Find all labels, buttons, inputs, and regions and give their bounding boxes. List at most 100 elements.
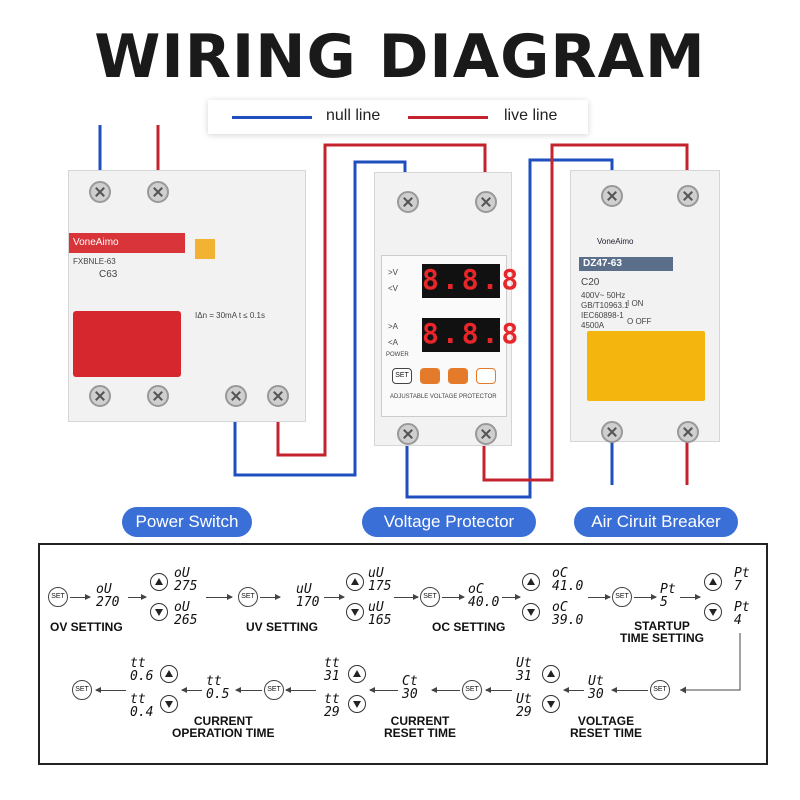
vp-to-acb-live-wire	[482, 143, 689, 482]
set-button[interactable]: SET	[392, 368, 412, 384]
ov-setting-label: OV SETTING	[50, 620, 123, 634]
ps-to-vp-null-wire	[233, 160, 407, 477]
voltage-protector-label: Voltage Protector	[362, 507, 536, 537]
up-button-icon	[542, 665, 560, 683]
up-button-icon	[346, 573, 364, 591]
screw-icon	[267, 385, 289, 407]
up-button-icon	[522, 573, 540, 591]
up-button-icon	[160, 665, 178, 683]
flow-arrow	[680, 594, 701, 600]
current-op-current-value: tt 0.5	[206, 674, 230, 702]
power-button[interactable]	[476, 368, 496, 384]
oc-up-value: oC 41.0	[552, 566, 584, 594]
led-over-current: >A	[388, 322, 399, 331]
set-button-icon: SET	[48, 587, 68, 607]
flow-arrow	[206, 594, 233, 600]
flow-arrow	[634, 594, 657, 600]
down-button-icon	[160, 695, 178, 713]
startup-down-value: Pt 4	[734, 600, 750, 628]
power-switch-toggle[interactable]	[73, 311, 181, 377]
breaker-brand: VoneAimo	[597, 237, 634, 246]
down-button-icon	[542, 695, 560, 713]
ps-to-vp-live-wire	[276, 143, 487, 457]
led-over-voltage: >V	[388, 268, 399, 277]
flow-arrow	[485, 687, 512, 693]
screw-icon	[677, 421, 699, 443]
screw-icon	[475, 423, 497, 445]
set-button-icon: SET	[72, 680, 92, 700]
screw-icon	[601, 421, 623, 443]
flow-arrow	[285, 687, 316, 693]
flow-arrow	[181, 687, 202, 693]
current-op-label: CURRENT OPERATION TIME	[172, 714, 275, 740]
set-button-icon: SET	[612, 587, 632, 607]
current-display: 8.8.8	[422, 317, 522, 352]
screw-icon	[147, 181, 169, 203]
protector-caption: ADJUSTABLE VOLTAGE PROTECTOR	[390, 394, 497, 400]
flow-arrow	[442, 594, 465, 600]
led-power: POWER	[386, 352, 409, 358]
live-line-swatch	[408, 116, 488, 119]
ov-down-value: oU 265	[174, 600, 198, 628]
oc-setting-label: OC SETTING	[432, 620, 506, 634]
breaker-off-label: O OFF	[627, 317, 652, 326]
screw-icon	[601, 185, 623, 207]
set-button-icon: SET	[264, 680, 284, 700]
oc-current-value: oC 40.0	[468, 582, 500, 610]
screw-icon	[147, 385, 169, 407]
led-under-current: <A	[388, 338, 399, 347]
up-button[interactable]	[420, 368, 440, 384]
breaker-spec-iec: IEC60898-1	[581, 311, 624, 320]
test-button[interactable]	[195, 239, 215, 259]
screw-icon	[397, 191, 419, 213]
set-button-icon: SET	[650, 680, 670, 700]
up-button-icon	[704, 573, 722, 591]
screw-icon	[225, 385, 247, 407]
flow-arrow	[369, 687, 398, 693]
flow-arrow	[563, 687, 584, 693]
startup-setting-label: STARTUP TIME SETTING	[620, 619, 704, 645]
startup-current-value: Pt 5	[660, 582, 676, 610]
voltage-reset-down-value: Ut 29	[516, 692, 532, 720]
screw-icon	[677, 185, 699, 207]
led-under-voltage: <V	[388, 284, 399, 293]
settings-flowchart: SET oU 270 oU 275 oU 265 OV SETTING SET …	[38, 543, 768, 765]
voltage-reset-up-value: Ut 31	[516, 656, 532, 684]
null-line-label: null line	[326, 107, 381, 124]
uv-down-value: uU 165	[368, 600, 392, 628]
flow-arrow	[235, 687, 262, 693]
flow-arrow	[431, 687, 460, 693]
power-switch-label: Power Switch	[122, 507, 252, 537]
down-button[interactable]	[448, 368, 468, 384]
screw-icon	[89, 181, 111, 203]
null-line-swatch	[232, 116, 312, 119]
breaker-spec-voltage: 400V~ 50Hz	[581, 291, 626, 300]
startup-up-value: Pt 7	[734, 566, 750, 594]
air-circuit-breaker-device: VoneAimo DZ47-63 C20 400V~ 50Hz GB/T1096…	[570, 170, 720, 443]
breaker-on-label: I ON	[627, 299, 644, 308]
current-reset-label: CURRENT RESET TIME	[384, 714, 457, 740]
flow-arrow	[588, 594, 611, 600]
uv-up-value: uU 175	[368, 566, 392, 594]
set-button-icon: SET	[462, 680, 482, 700]
set-button-icon: SET	[420, 587, 440, 607]
flow-arrow	[324, 594, 345, 600]
flow-arrow	[260, 594, 281, 600]
screw-icon	[475, 191, 497, 213]
oc-down-value: oC 39.0	[552, 600, 584, 628]
current-op-up-value: tt 0.6	[130, 656, 154, 684]
current-reset-down-value: tt 29	[324, 692, 340, 720]
voltage-display: 8.8.8	[422, 263, 522, 298]
power-switch-model: FXBNLE-63	[73, 257, 116, 266]
breaker-model: DZ47-63	[579, 257, 673, 271]
voltage-reset-current-value: Ut 30	[588, 674, 604, 702]
current-reset-current-value: Ct 30	[402, 674, 418, 702]
power-switch-brand: VoneAimo	[69, 233, 185, 253]
breaker-spec-gb: GB/T10963.1	[581, 301, 629, 310]
breaker-spec-capacity: 4500A	[581, 321, 605, 330]
breaker-toggle[interactable]	[587, 331, 705, 401]
voltage-protector-device: 8.8.8 8.8.8 >V <V >A <A POWER SET ADJUST…	[374, 172, 522, 446]
uv-setting-label: UV SETTING	[246, 620, 319, 634]
air-circuit-breaker-label: Air Ciruit Breaker	[574, 507, 738, 537]
